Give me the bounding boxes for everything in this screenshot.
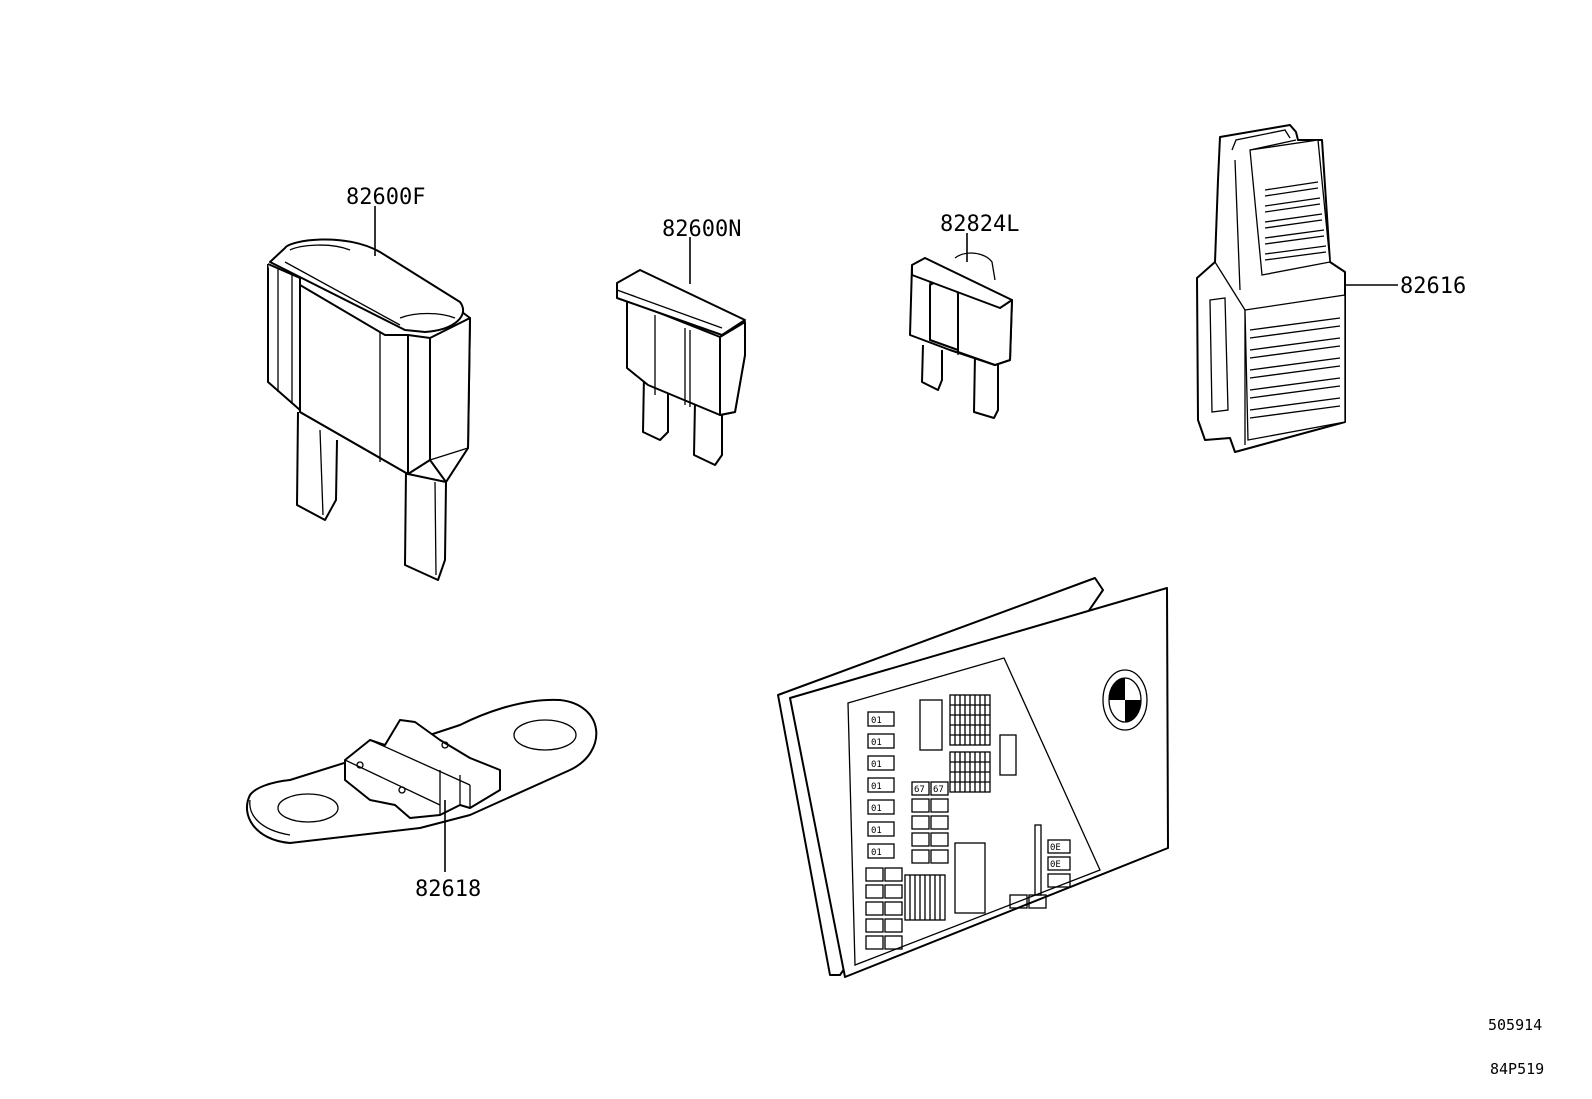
svg-text:01: 01 — [871, 826, 882, 836]
mini-fuse-drawing[interactable] — [616, 269, 746, 466]
part-number-82616: 82616 — [1400, 274, 1466, 299]
part-number-82618: 82618 — [415, 877, 481, 902]
puller-grip-upper — [1264, 181, 1327, 261]
strip-fuse-drawing[interactable] — [245, 698, 598, 844]
svg-text:01: 01 — [871, 804, 882, 814]
part-number-82824L: 82824L — [940, 212, 1019, 237]
reference-code-1: 505914 — [1488, 1016, 1542, 1034]
part-number-82600N: 82600N — [662, 217, 741, 242]
bmw-roundel-icon — [1102, 669, 1148, 731]
svg-text:0E: 0E — [1050, 860, 1061, 870]
maxi-fuse-drawing[interactable] — [267, 238, 471, 581]
reference-code-2: 84P519 — [1490, 1060, 1544, 1078]
fuse-chart-cells: 01 01 01 01 01 01 01 — [865, 694, 1071, 950]
svg-text:67: 67 — [933, 785, 944, 795]
svg-text:01: 01 — [871, 848, 882, 858]
fuse-allocation-card[interactable]: 01 01 01 01 01 01 01 — [777, 577, 1169, 978]
puller-grip-lower — [1249, 317, 1341, 419]
fuse-puller-drawing[interactable] — [1196, 124, 1346, 453]
svg-text:0E: 0E — [1050, 843, 1061, 853]
svg-text:01: 01 — [871, 760, 882, 770]
svg-text:01: 01 — [871, 716, 882, 726]
svg-text:01: 01 — [871, 782, 882, 792]
svg-text:01: 01 — [871, 738, 882, 748]
micro-fuse-drawing[interactable] — [909, 252, 1013, 419]
svg-text:67: 67 — [914, 785, 925, 795]
part-number-82600F: 82600F — [346, 185, 425, 210]
